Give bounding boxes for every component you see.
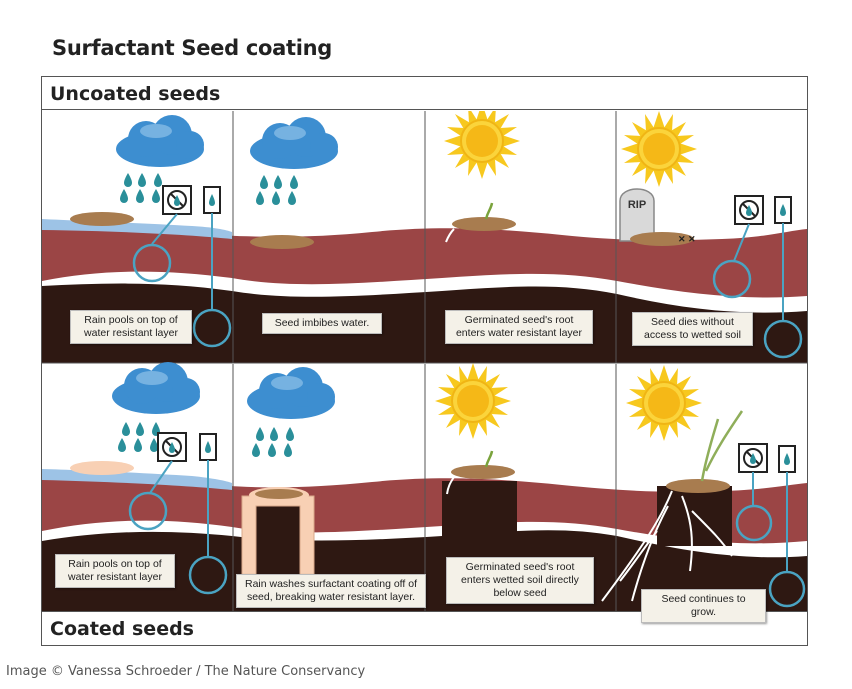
no-water-icon xyxy=(734,195,764,225)
row-label-coated: Coated seeds xyxy=(42,611,807,644)
rain-cloud-icon xyxy=(250,117,338,169)
caption-uncoated-1: Rain pools on top of water resistant lay… xyxy=(70,310,192,344)
rain-drops-icon xyxy=(118,422,160,452)
marker-circle xyxy=(128,491,168,531)
marker-circle xyxy=(192,308,232,348)
rain-cloud-icon xyxy=(112,362,200,414)
marker-circle xyxy=(132,243,172,283)
no-water-icon xyxy=(738,443,768,473)
rain-drops-icon xyxy=(256,175,298,205)
tombstone-icon xyxy=(619,188,655,242)
rain-cloud-icon xyxy=(247,367,335,419)
caption-uncoated-4: Seed dies without access to wetted soil xyxy=(632,312,753,346)
seed xyxy=(666,479,730,493)
rain-cloud-icon xyxy=(116,115,204,167)
diagram-panels: RIP ✕ ✕ xyxy=(42,111,807,611)
caption-coated-1: Rain pools on top of water resistant lay… xyxy=(55,554,175,588)
marker-circle xyxy=(712,259,752,299)
no-water-icon xyxy=(157,432,187,462)
svg-text:✕ ✕: ✕ ✕ xyxy=(678,234,696,244)
dead-seed xyxy=(630,232,694,246)
caption-uncoated-2: Seed imbibes water. xyxy=(262,313,382,334)
seed xyxy=(452,217,516,231)
tombstone-text: RIP xyxy=(628,199,646,211)
marker-circle xyxy=(763,319,803,359)
seed xyxy=(255,489,303,499)
water-drop-icon xyxy=(199,433,217,461)
page-title: Surfactant Seed coating xyxy=(52,36,333,60)
water-drop-icon xyxy=(774,196,792,224)
marker-circle xyxy=(188,555,228,595)
row-label-uncoated: Uncoated seeds xyxy=(42,77,807,110)
caption-uncoated-3: Germinated seed's root enters water resi… xyxy=(445,310,593,344)
rain-drops-icon xyxy=(252,427,294,457)
no-water-icon xyxy=(162,185,192,215)
roots xyxy=(601,490,733,602)
rain-drops-icon xyxy=(120,173,162,203)
seed xyxy=(250,235,314,249)
caption-coated-3: Germinated seed's root enters wetted soi… xyxy=(446,557,594,604)
water-drop-icon xyxy=(203,186,221,214)
sun-icon xyxy=(620,111,698,188)
seed xyxy=(451,465,515,479)
sun-icon xyxy=(443,111,521,180)
marker-circle xyxy=(735,504,773,542)
seedling xyxy=(700,410,744,482)
coated-seed xyxy=(70,461,134,475)
marker-circle xyxy=(768,570,806,608)
sun-icon xyxy=(625,364,703,442)
image-credit: Image © Vanessa Schroeder / The Nature C… xyxy=(6,664,366,679)
seed xyxy=(70,212,134,226)
sun-icon xyxy=(434,362,512,440)
caption-coated-4: Seed continues to grow. xyxy=(641,589,766,623)
caption-coated-2: Rain washes surfactant coating off of se… xyxy=(236,574,426,608)
water-drop-icon xyxy=(778,445,796,473)
